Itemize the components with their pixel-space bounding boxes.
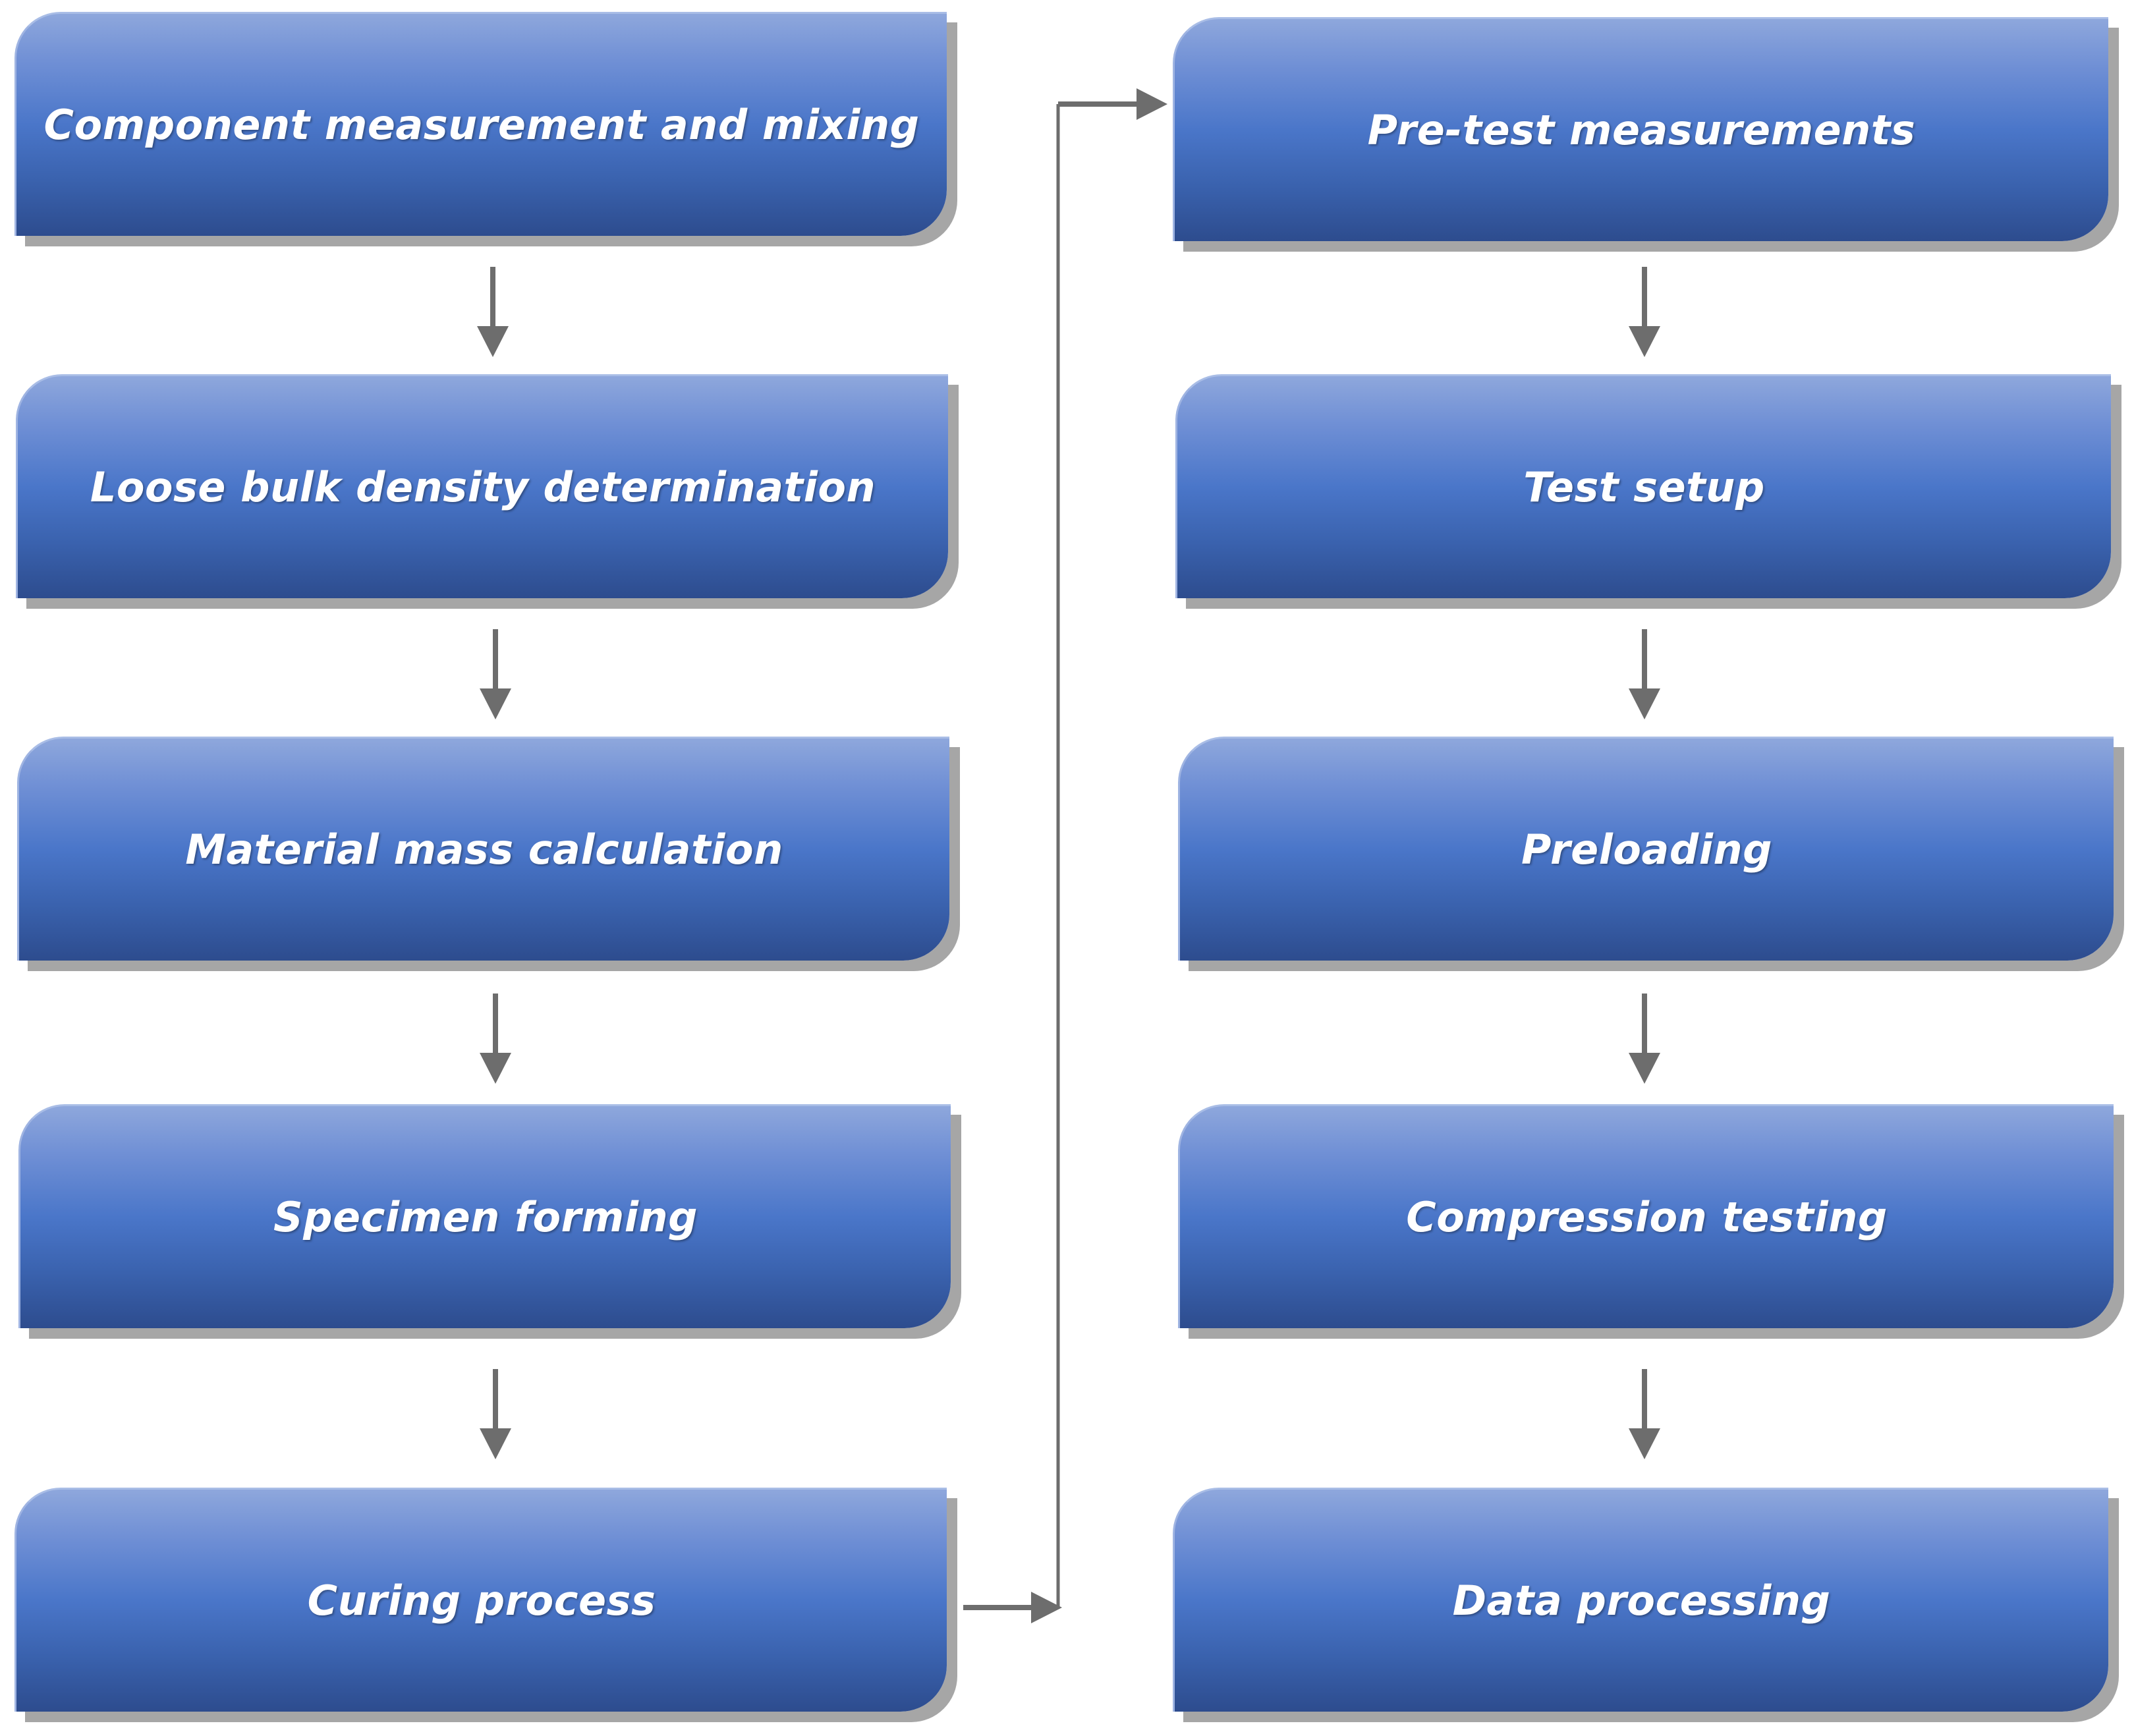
step-box-material-mass: Material mass calculation [17,737,949,961]
arrow-step-8-to-step-9 [1629,994,1660,1084]
arrow-step-7-to-step-8 [1629,629,1660,719]
step-label: Pre-test measurements [1367,106,1916,154]
arrow-step-1-to-step-2 [477,267,509,357]
step-box-loose-bulk-density: Loose bulk density determination [16,374,948,598]
arrow-step-4-to-step-5 [480,1369,511,1459]
step-box-compression-testing: Compression testing [1178,1104,2114,1328]
arrow-step-6-to-step-7 [1629,267,1660,357]
step-label: Material mass calculation [185,826,783,874]
step-box-test-setup: Test setup [1175,374,2111,598]
step-box-pre-test-measurements: Pre-test measurements [1173,17,2108,241]
step-box-preloading: Preloading [1178,737,2114,961]
step-label: Loose bulk density determination [90,463,876,511]
step-label: Data processing [1452,1577,1831,1625]
step-label: Curing process [307,1577,656,1625]
step-box-component-measurement: Component measurement and mixing [14,12,947,236]
arrow-step-9-to-step-10 [1629,1369,1660,1459]
arrow-step-5-to-step-6 [963,88,1167,1623]
step-box-specimen-forming: Specimen forming [18,1104,951,1328]
step-box-curing-process: Curing process [14,1488,947,1712]
arrow-step-3-to-step-4 [480,994,511,1084]
step-label: Preloading [1521,826,1772,874]
arrow-step-2-to-step-3 [480,629,511,719]
step-label: Test setup [1523,463,1765,511]
step-label: Component measurement and mixing [43,101,920,149]
step-label: Specimen forming [273,1193,698,1241]
step-label: Compression testing [1406,1193,1888,1241]
step-box-data-processing: Data processing [1173,1488,2108,1712]
